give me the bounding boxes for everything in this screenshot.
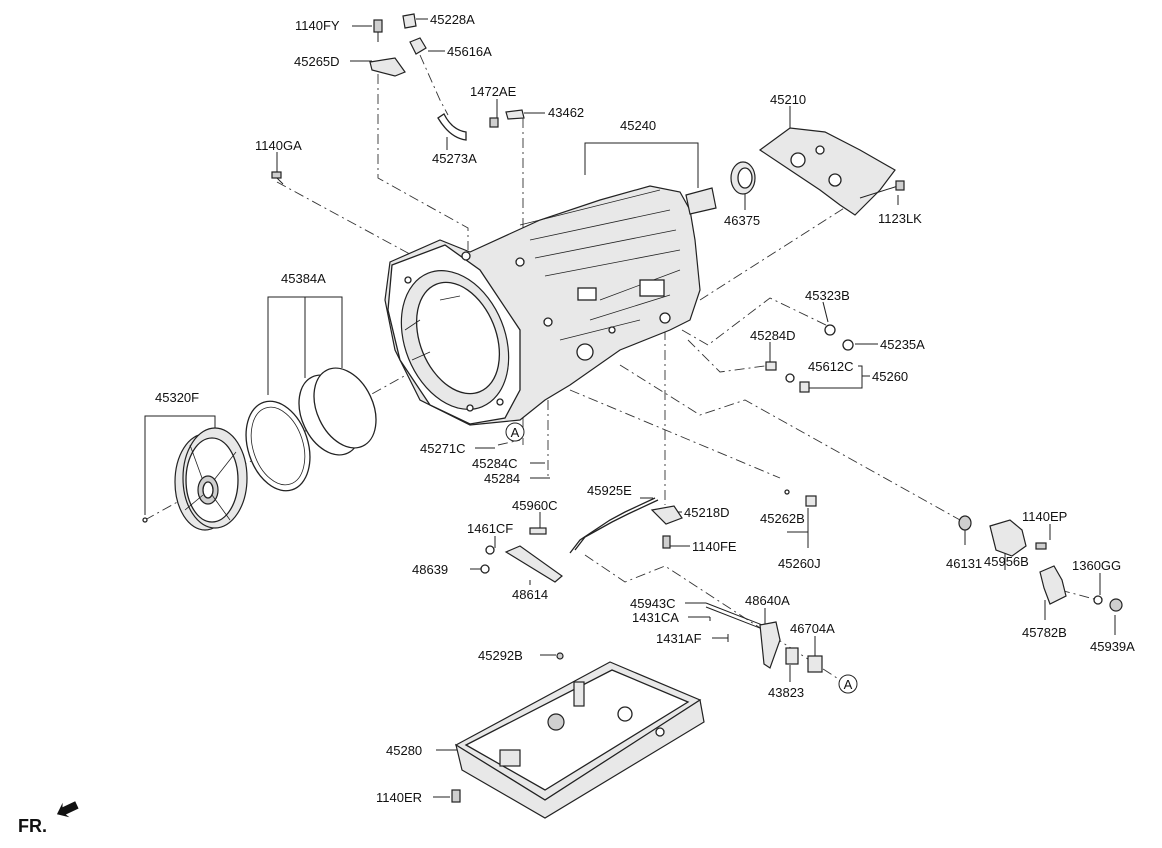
breather-parts bbox=[369, 13, 525, 141]
label-45925E: 45925E bbox=[587, 483, 632, 498]
label-45956B: 45956B bbox=[984, 554, 1029, 569]
label-45323B: 45323B bbox=[805, 288, 850, 303]
shift-linkage bbox=[480, 497, 823, 673]
label-45960C: 45960C bbox=[512, 498, 558, 513]
label-1140FY: 1140FY bbox=[295, 18, 340, 33]
label-45271C: 45271C bbox=[420, 441, 466, 456]
label-1431CA: 1431CA bbox=[632, 610, 679, 625]
part-labels: 1140FY 45228A 45616A 45265D 1472AE 43462… bbox=[155, 12, 1135, 805]
label-43462: 43462 bbox=[548, 105, 584, 120]
label-45280: 45280 bbox=[386, 743, 422, 758]
label-1140FE: 1140FE bbox=[692, 539, 737, 554]
front-direction-marker: FR. bbox=[18, 801, 79, 836]
label-45260J: 45260J bbox=[778, 556, 821, 571]
front-arrow-icon bbox=[56, 801, 79, 818]
oil-pan bbox=[451, 652, 705, 819]
label-45240: 45240 bbox=[620, 118, 656, 133]
label-45284C: 45284C bbox=[472, 456, 518, 471]
label-45235A: 45235A bbox=[880, 337, 925, 352]
label-48640A: 48640A bbox=[745, 593, 790, 608]
label-46131: 46131 bbox=[946, 556, 982, 571]
svg-text:A: A bbox=[511, 425, 520, 440]
label-1461CF: 1461CF bbox=[467, 521, 513, 536]
label-1472AE: 1472AE bbox=[470, 84, 517, 99]
rear-seal bbox=[685, 161, 756, 215]
label-45218D: 45218D bbox=[684, 505, 730, 520]
label-46375: 46375 bbox=[724, 213, 760, 228]
label-1360GG: 1360GG bbox=[1072, 558, 1121, 573]
label-45228A: 45228A bbox=[430, 12, 475, 27]
label-45616A: 45616A bbox=[447, 44, 492, 59]
svg-text:A: A bbox=[844, 677, 853, 692]
label-45612C: 45612C bbox=[808, 359, 854, 374]
label-1140EP: 1140EP bbox=[1022, 509, 1067, 524]
svg-text:FR.: FR. bbox=[18, 816, 47, 836]
label-45284D: 45284D bbox=[750, 328, 796, 343]
label-45210: 45210 bbox=[770, 92, 806, 107]
label-45284: 45284 bbox=[484, 471, 520, 486]
label-1140GA: 1140GA bbox=[255, 138, 302, 153]
leader-lines bbox=[144, 18, 1116, 798]
label-45273A: 45273A bbox=[432, 151, 477, 166]
label-45265D: 45265D bbox=[294, 54, 340, 69]
label-45939A: 45939A bbox=[1090, 639, 1135, 654]
label-43823: 43823 bbox=[768, 685, 804, 700]
mount-bracket bbox=[758, 127, 896, 216]
bolt-1123lk bbox=[859, 180, 905, 199]
label-1140ER: 1140ER bbox=[376, 790, 422, 805]
label-48614: 48614 bbox=[512, 587, 548, 602]
inhibitor-switch bbox=[989, 519, 1123, 612]
label-45782B: 45782B bbox=[1022, 625, 1067, 640]
label-45384A: 45384A bbox=[281, 271, 326, 286]
seal-rings bbox=[245, 367, 377, 492]
torque-converter bbox=[142, 427, 248, 531]
label-48639: 48639 bbox=[412, 562, 448, 577]
side-plugs bbox=[765, 324, 972, 531]
label-1123LK: 1123LK bbox=[878, 211, 922, 226]
label-45260: 45260 bbox=[872, 369, 908, 384]
label-1431AF: 1431AF bbox=[656, 631, 702, 646]
label-45320F: 45320F bbox=[155, 390, 199, 405]
transmission-case bbox=[384, 185, 701, 426]
callout-a-upper: A bbox=[505, 422, 525, 442]
label-45262B: 45262B bbox=[760, 511, 805, 526]
label-45292B: 45292B bbox=[478, 648, 523, 663]
label-46704A: 46704A bbox=[790, 621, 835, 636]
bolt-1140ga bbox=[271, 171, 284, 185]
callout-a-lower: A bbox=[838, 674, 858, 694]
label-45943C: 45943C bbox=[630, 596, 676, 611]
